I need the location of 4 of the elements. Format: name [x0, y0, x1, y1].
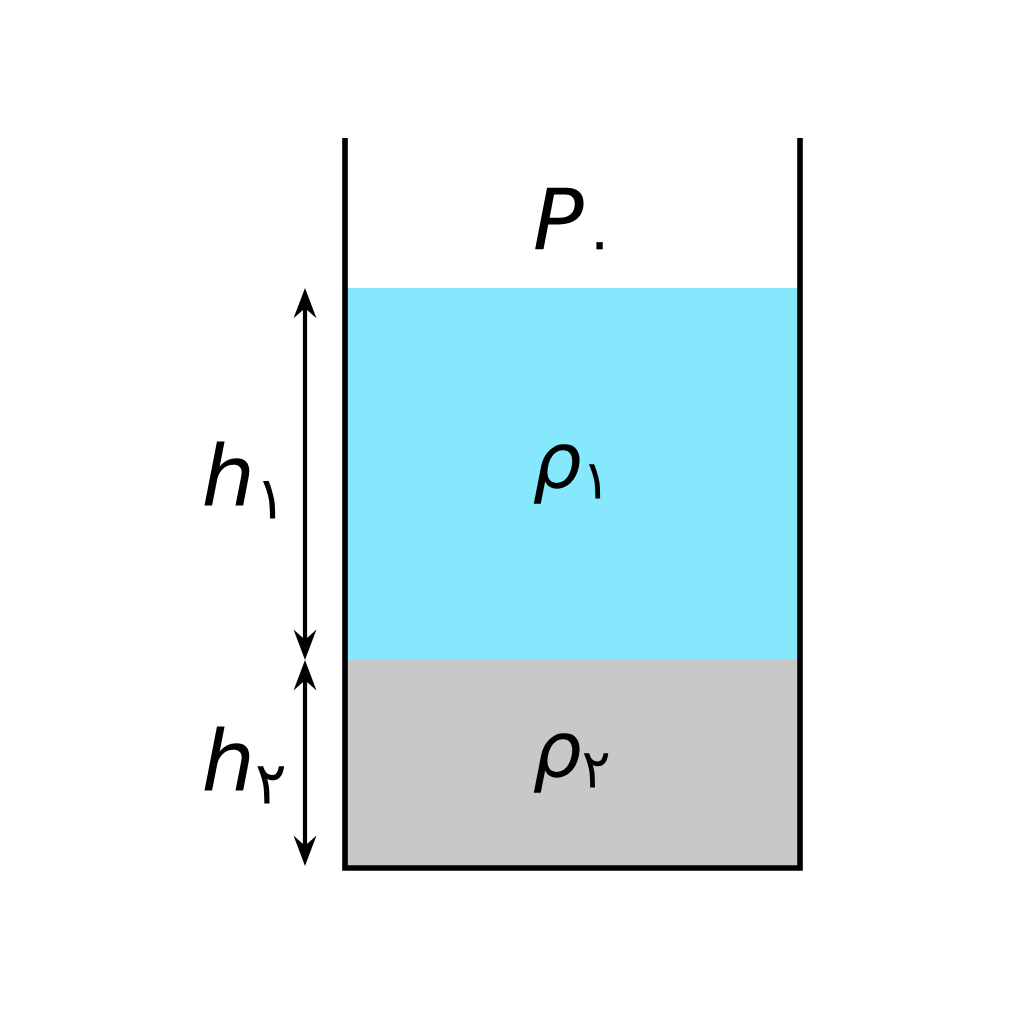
symbol-label: h$_{۱}$	[204, 441, 276, 519]
liquid-layer: ρ$_{۲}$	[347, 660, 798, 866]
liquid-layer: ρ$_{۱}$	[347, 288, 798, 660]
symbol-label: h$_{۲}$	[204, 726, 285, 804]
